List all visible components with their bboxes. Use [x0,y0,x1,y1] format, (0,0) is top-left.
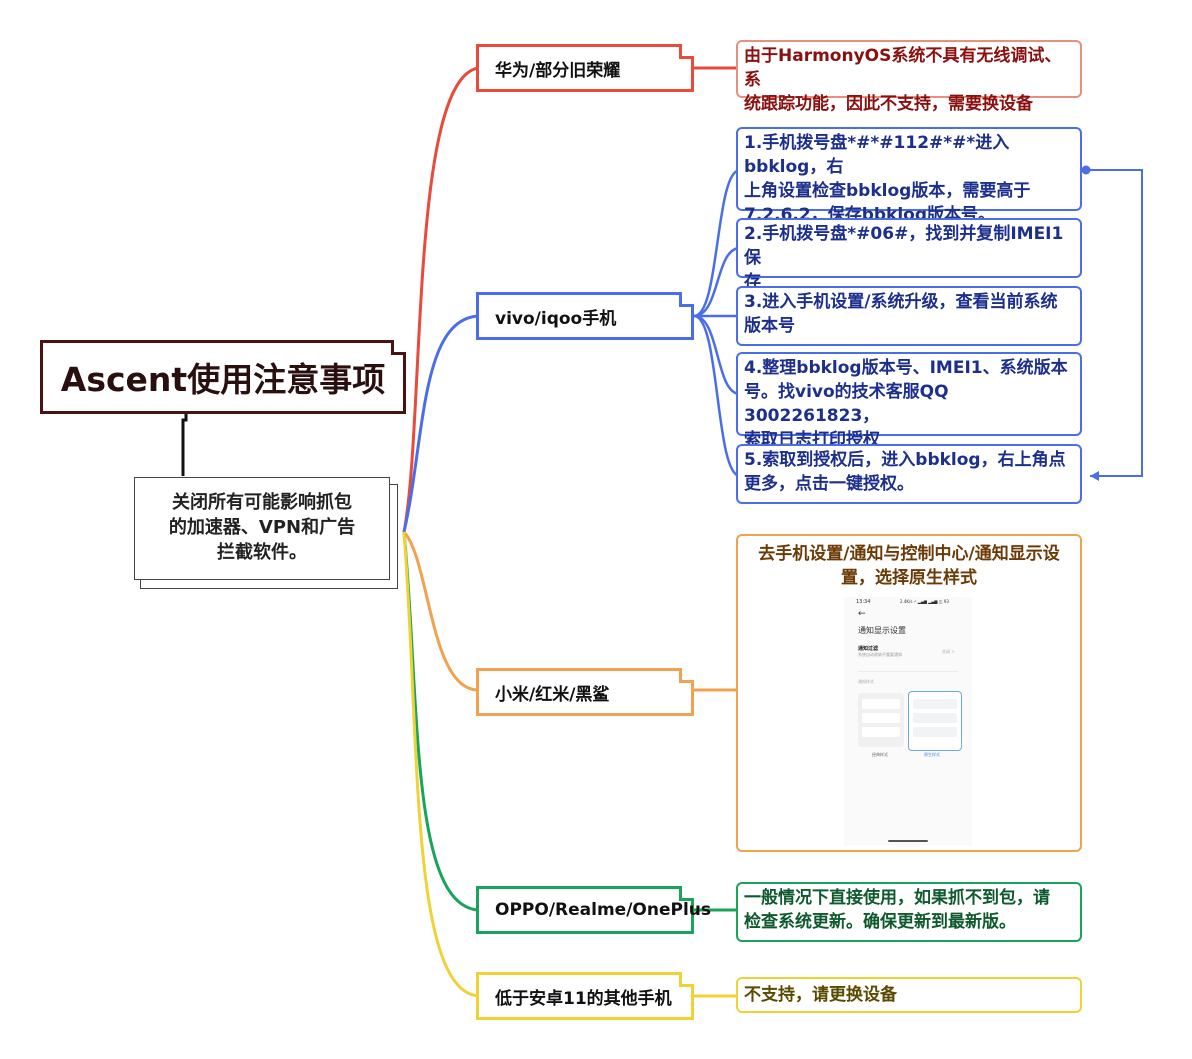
leaf-line-1: 1.手机拨号盘*#*#112#*#*进入bbklog，右 [744,133,1010,177]
leaf-vivo-step-4[interactable]: 4.整理bbklog版本号、IMEI1、系统版本 号。找vivo的技术客服QQ … [736,352,1082,450]
branch-label: 小米/红米/黑鲨 [495,684,610,705]
preview-row [913,727,957,737]
root-topic[interactable]: Ascent使用注意事项 [40,340,406,414]
leaf-line-2: 版本号 [744,316,795,336]
filter-title: 通知过滤 [858,646,879,652]
section-label: 通知样式 [858,679,874,684]
branch-other[interactable]: 低于安卓11的其他手机 [476,972,694,1020]
leaf-line-2: 检查系统更新。确保更新到最新版。 [744,912,1016,932]
leaf-line-1: 由于HarmonyOS系统不具有无线调试、系 [744,46,1062,90]
leaf-vivo-step-1[interactable]: 1.手机拨号盘*#*#112#*#*进入bbklog，右 上角设置检查bbklo… [736,127,1082,225]
note-card[interactable]: 关闭所有可能影响抓包 的加速器、VPN和广告 拦截软件。 [134,477,398,589]
corner-fold [679,886,694,901]
leaf-line-1: 一般情况下直接使用，如果抓不到包，请 [744,888,1050,908]
branch-vivo[interactable]: vivo/iqoo手机 [476,292,694,340]
filter-subtitle: 系统自动收纳不重要通知 [858,652,902,657]
status-time: 13:34 [856,599,871,605]
leaf-line-2: 置，选择原生样式 [841,568,977,588]
corner-fold [391,340,406,355]
preview-row [862,713,900,723]
phone-screenshot: 13:34 2.4K/s ⚡ ▂▄▆ ▂▄▆ ◫ 93 ← 通知显示设置 通知过… [844,597,972,845]
divider [858,671,958,672]
leaf-huawei[interactable]: 由于HarmonyOS系统不具有无线调试、系 统跟踪功能，因此不支持，需要换设备 [736,40,1082,114]
leaf-oppo[interactable]: 一般情况下直接使用，如果抓不到包，请 检查系统更新。确保更新到最新版。 [736,882,1082,942]
branch-oppo[interactable]: OPPO/Realme/OnePlus [476,886,711,934]
branch-xiaomi[interactable]: 小米/红米/黑鲨 [476,668,694,716]
preview-row [862,699,900,709]
branch-label: 华为/部分旧荣耀 [495,60,621,81]
leaf-vivo-step-3[interactable]: 3.进入手机设置/系统升级，查看当前系统 版本号 [736,286,1082,346]
note-text: 关闭所有可能影响抓包 的加速器、VPN和广告 拦截软件。 [134,477,390,580]
leaf-line-1: 2.手机拨号盘*#06#，找到并复制IMEI1保 [744,224,1064,268]
corner-fold [679,972,694,987]
preview-row [862,727,900,737]
filter-value[interactable]: 关闭 > [942,649,955,654]
native-style-card[interactable] [908,691,962,751]
leaf-vivo-step-2[interactable]: 2.手机拨号盘*#06#，找到并复制IMEI1保 存 [736,218,1082,292]
classic-style-card[interactable] [858,693,904,747]
corner-fold [679,668,694,683]
leaf-line-1: 不支持，请更换设备 [744,985,897,1005]
preview-row [913,699,957,709]
phone-page-title: 通知显示设置 [858,626,906,635]
leaf-line-2: 更多，点击一键授权。 [744,474,914,494]
branch-label: vivo/iqoo手机 [495,308,617,329]
leaf-line-2: 统跟踪功能，因此不支持，需要换设备 [744,94,1033,114]
leaf-line-1: 4.整理bbklog版本号、IMEI1、系统版本 [744,358,1068,378]
root-title: Ascent使用注意事项 [60,360,386,399]
branch-huawei[interactable]: 华为/部分旧荣耀 [476,44,694,92]
note-line-1: 关闭所有可能影响抓包 [172,492,352,513]
leaf-line-2: 号。找vivo的技术客服QQ 3002261823， [744,382,949,426]
leaf-vivo-step-5[interactable]: 5.索取到授权后，进入bbklog，右上角点 更多，点击一键授权。 [736,444,1082,504]
back-arrow-icon[interactable]: ← [858,609,866,619]
branch-label: 低于安卓11的其他手机 [495,988,672,1009]
preview-row [913,713,957,723]
leaf-line-2: 上角设置检查bbklog版本，需要高于 [744,181,1031,201]
note-line-3: 拦截软件。 [217,542,307,563]
classic-style-label: 经典样式 [872,752,888,757]
leaf-other[interactable]: 不支持，请更换设备 [736,977,1082,1013]
note-line-2: 的加速器、VPN和广告 [168,517,356,538]
leaf-line-1: 去手机设置/通知与控制中心/通知显示设 [758,544,1060,564]
branch-label: OPPO/Realme/OnePlus [495,900,711,920]
corner-fold [679,44,694,59]
leaf-line-1: 5.索取到授权后，进入bbklog，右上角点 [744,450,1066,470]
corner-fold [679,292,694,307]
native-style-label: 原生样式 [924,752,940,757]
leaf-line-1: 3.进入手机设置/系统升级，查看当前系统 [744,292,1058,312]
home-indicator [888,840,928,842]
status-icons: 2.4K/s ⚡ ▂▄▆ ▂▄▆ ◫ 93 [900,599,949,604]
